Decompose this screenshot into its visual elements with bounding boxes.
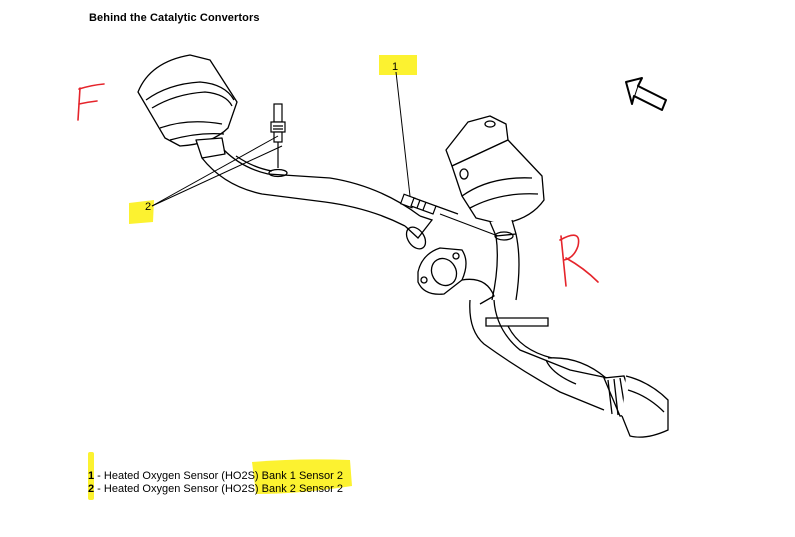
legend-item-number: 2 bbox=[88, 483, 95, 495]
left-flange bbox=[417, 247, 467, 295]
legend-item-highlight: Bank 1 Sensor 2 bbox=[258, 470, 343, 482]
left-exhaust-pipe bbox=[201, 149, 434, 250]
rear-marker-icon bbox=[559, 234, 599, 287]
legend-item-separator: - bbox=[94, 470, 104, 482]
callout-leaders bbox=[151, 71, 499, 237]
legend: 1 - Heated Oxygen Sensor (HO2S) Bank 1 S… bbox=[88, 470, 343, 496]
legend-item-highlight: Bank 2 Sensor 2 bbox=[258, 483, 343, 495]
oxygen-sensor-1 bbox=[399, 193, 459, 215]
right-exhaust-pipe bbox=[491, 231, 520, 301]
arrow-icon bbox=[625, 77, 667, 111]
legend-number-highlight bbox=[88, 452, 94, 500]
callout-1-highlight bbox=[379, 55, 417, 75]
legend-highlight-swoosh bbox=[252, 459, 352, 494]
legend-item-1: 1 - Heated Oxygen Sensor (HO2S) Bank 1 S… bbox=[88, 470, 343, 483]
tail-pipe-section bbox=[603, 375, 669, 438]
front-marker-icon bbox=[77, 83, 105, 121]
y-pipe bbox=[461, 278, 609, 411]
callout-2-label: 2 bbox=[145, 201, 151, 213]
legend-item-text: Heated Oxygen Sensor (HO2S) bbox=[103, 483, 259, 495]
callout-1-label: 1 bbox=[392, 61, 398, 73]
legend-item-number: 1 bbox=[88, 470, 95, 482]
legend-item-2: 2 - Heated Oxygen Sensor (HO2S) Bank 2 S… bbox=[88, 483, 343, 496]
callout-2-highlight bbox=[129, 200, 154, 224]
left-catalytic-converter bbox=[137, 54, 238, 159]
page-title: Behind the Catalytic Convertors bbox=[89, 12, 260, 24]
oxygen-sensor-2 bbox=[270, 103, 286, 168]
legend-item-text: Heated Oxygen Sensor (HO2S) bbox=[103, 470, 259, 482]
right-catalytic-converter bbox=[445, 115, 545, 237]
legend-item-separator: - bbox=[94, 483, 104, 495]
